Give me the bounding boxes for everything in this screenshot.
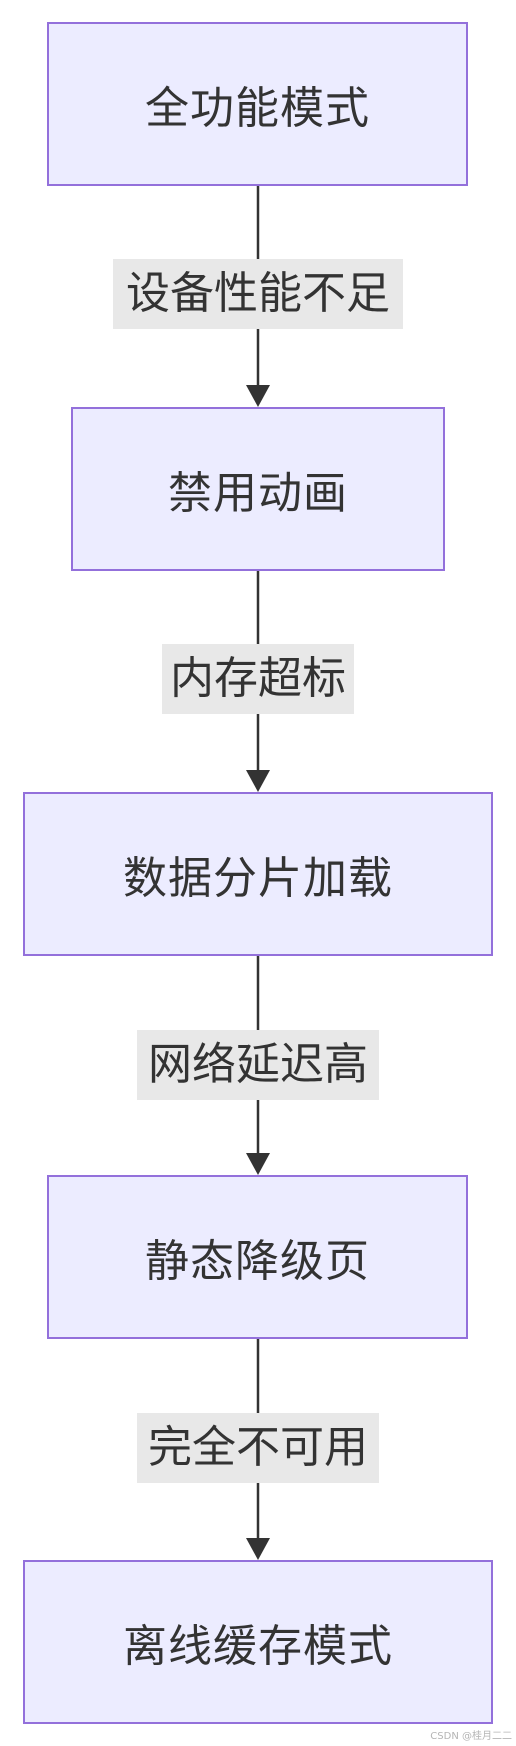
- edge-arrow-4: [246, 1538, 270, 1560]
- node-data-chunk-loading: 数据分片加载: [23, 792, 493, 956]
- node-label: 离线缓存模式: [123, 1621, 393, 1672]
- edge-label-network-latency: 网络延迟高: [137, 1030, 379, 1100]
- node-offline-cache-mode: 离线缓存模式: [23, 1560, 493, 1724]
- node-label: 全功能模式: [145, 83, 370, 134]
- watermark: CSDN @桂月二二: [430, 1731, 512, 1742]
- node-disable-animation: 禁用动画: [71, 407, 445, 571]
- node-static-fallback-page: 静态降级页: [47, 1175, 468, 1339]
- edge-label-memory-exceeded: 内存超标: [162, 644, 354, 714]
- node-label: 禁用动画: [168, 468, 348, 519]
- node-label: 静态降级页: [145, 1236, 370, 1287]
- edge-label-device-performance: 设备性能不足: [113, 259, 403, 329]
- edge-arrow-3: [246, 1153, 270, 1175]
- node-label: 数据分片加载: [123, 853, 393, 904]
- edge-arrow-1: [246, 385, 270, 407]
- edge-arrow-2: [246, 770, 270, 792]
- node-full-function-mode: 全功能模式: [47, 22, 468, 186]
- edge-label-fully-unavailable: 完全不可用: [137, 1413, 379, 1483]
